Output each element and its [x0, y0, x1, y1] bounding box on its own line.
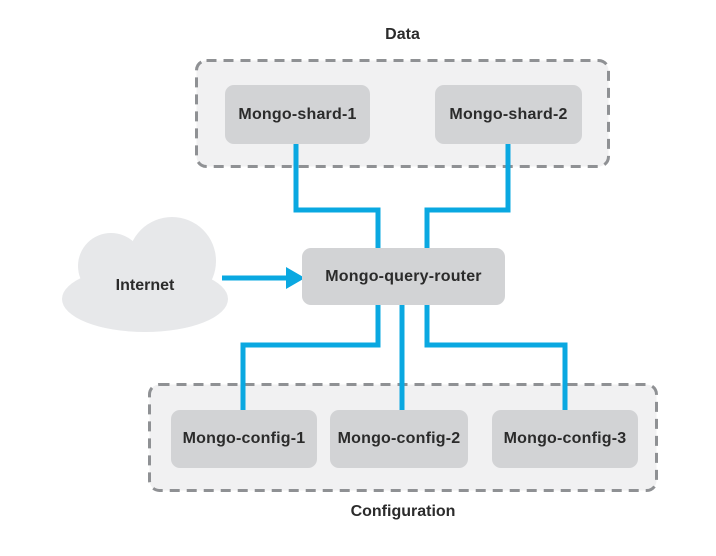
cloud-icon — [62, 217, 228, 332]
node-mongo-shard-2: Mongo-shard-2 — [435, 85, 582, 144]
node-mongo-shard-1: Mongo-shard-1 — [225, 85, 370, 144]
arrow-right-icon — [222, 267, 305, 289]
configuration-group-label: Configuration — [350, 503, 456, 520]
connector-shard2-router — [424, 144, 511, 250]
node-mongo-config-3: Mongo-config-3 — [492, 410, 638, 468]
node-mongo-config-1: Mongo-config-1 — [171, 410, 317, 468]
connector-router-config1 — [240, 303, 381, 412]
node-mongo-query-router: Mongo-query-router — [302, 248, 505, 305]
internet-cloud-label: Internet — [115, 277, 175, 294]
connector-shard1-router — [293, 144, 381, 250]
data-group-label: Data — [385, 26, 420, 43]
node-mongo-config-2: Mongo-config-2 — [330, 410, 468, 468]
connector-router-config3 — [424, 303, 568, 412]
connector-lines — [240, 144, 568, 412]
